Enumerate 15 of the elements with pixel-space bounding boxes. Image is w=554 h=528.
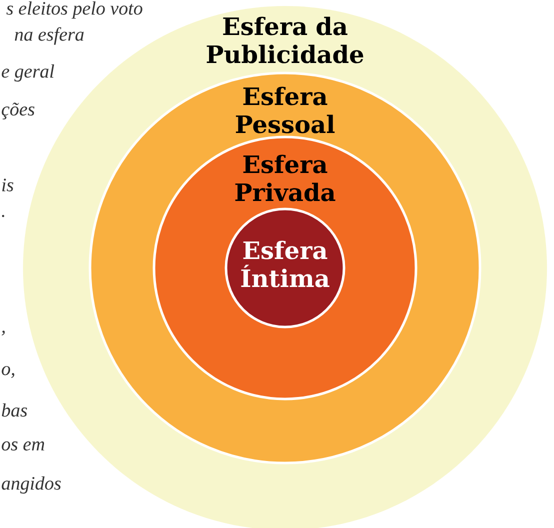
text-fragment: , — [2, 330, 5, 336]
circle-label: Esfera Privada — [235, 154, 336, 202]
text-fragment: na esfera — [14, 27, 84, 45]
text-fragment: is — [2, 178, 14, 192]
text-fragment: angidos — [2, 476, 61, 494]
text-fragment: bas — [2, 403, 28, 417]
text-fragment: os em — [2, 441, 44, 451]
circle-label: Esfera Pessoal — [236, 86, 335, 134]
text-fragment: ções — [2, 102, 34, 120]
text-fragment: s eleitos pelo voto — [6, 1, 142, 19]
text-fragment: e geral — [2, 64, 54, 82]
circle-label: Esfera Íntima — [241, 240, 330, 288]
text-fragment: . — [2, 214, 4, 218]
text-fragment: o, — [2, 366, 14, 378]
circle-label: Esfera da Publicidade — [206, 16, 364, 64]
